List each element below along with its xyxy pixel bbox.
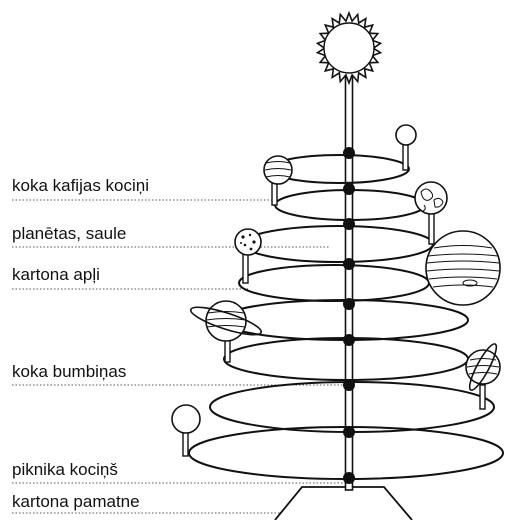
coffee-stick bbox=[403, 144, 408, 170]
wooden-ball bbox=[343, 298, 355, 310]
planet-small-white bbox=[396, 125, 416, 145]
coffee-stick bbox=[480, 385, 485, 409]
planet-spotted bbox=[235, 229, 261, 255]
label-cardboard-base: kartona pamatne bbox=[12, 492, 140, 512]
wooden-ball bbox=[343, 258, 355, 270]
coffee-stick bbox=[225, 340, 230, 362]
planets bbox=[172, 125, 501, 433]
coffee-stick bbox=[243, 253, 248, 283]
wooden-ball bbox=[343, 472, 355, 484]
ring-4 bbox=[239, 265, 429, 301]
label-cardboard-rings: kartona apļi bbox=[12, 265, 100, 285]
planet-banded-small bbox=[264, 156, 292, 184]
label-planets-sun: planētas, saule bbox=[12, 224, 126, 244]
coffee-stick bbox=[272, 183, 277, 205]
coffee-stick bbox=[429, 212, 434, 244]
label-picnic-skewer: piknika kociņš bbox=[12, 460, 118, 480]
sun-icon bbox=[318, 13, 381, 83]
wooden-ball bbox=[343, 379, 355, 391]
planet-outer-white bbox=[172, 405, 200, 433]
planet-earth bbox=[415, 182, 447, 214]
cardboard-base bbox=[275, 487, 412, 520]
wooden-ball bbox=[343, 334, 355, 346]
label-wooden-balls: koka bumbiņas bbox=[12, 362, 126, 382]
ring-3 bbox=[243, 226, 433, 262]
label-coffee-sticks: koka kafijas kociņi bbox=[12, 176, 149, 196]
wooden-ball bbox=[343, 183, 355, 195]
planet-jupiter bbox=[426, 231, 500, 305]
wooden-ball bbox=[343, 147, 355, 159]
wooden-ball bbox=[343, 218, 355, 230]
wooden-ball bbox=[343, 426, 355, 438]
